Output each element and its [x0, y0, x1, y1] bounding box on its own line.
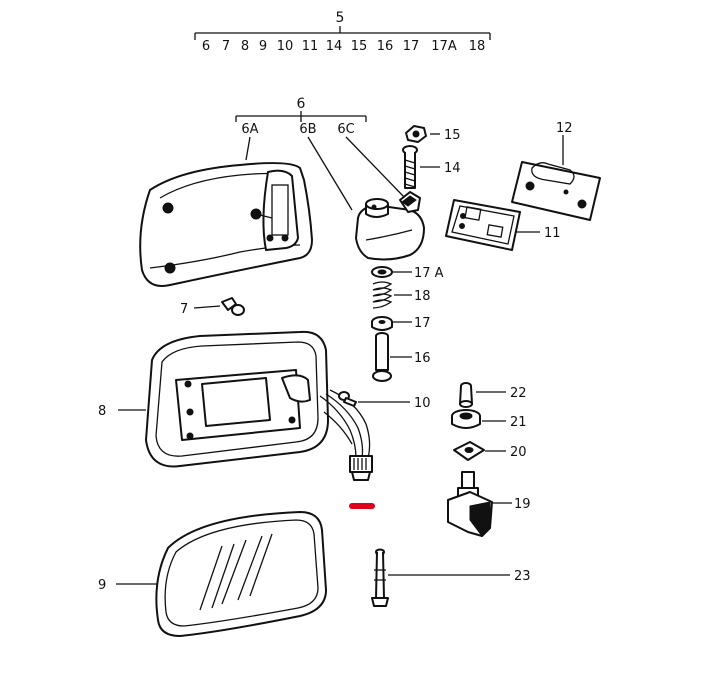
group-6-child-0: 6A	[241, 122, 258, 137]
group-6-child-2: 6C	[337, 122, 354, 137]
label-20: 20	[510, 445, 527, 460]
label-19: 19	[514, 497, 531, 512]
label-21: 21	[510, 415, 527, 430]
label-15: 15	[444, 128, 461, 143]
group-5-child-9: 17	[403, 39, 420, 54]
group-5-child-1: 7	[222, 39, 230, 54]
group-5-child-4: 10	[277, 39, 294, 54]
group-5-child-2: 8	[241, 39, 249, 54]
nut-15: 15	[405, 125, 461, 143]
group-5-bracket: 5 6 7 8 9 10 11 14 15 16 17 17A 18	[194, 10, 491, 54]
mirror-base-plate	[139, 162, 313, 287]
screw-7: 7	[180, 297, 245, 317]
label-23: 23	[514, 569, 531, 584]
plug-23: 23	[371, 548, 531, 607]
label-22: 22	[510, 386, 527, 401]
label-11: 11	[544, 226, 561, 241]
label-16: 16	[414, 351, 431, 366]
clip-6c	[399, 191, 421, 213]
label-10: 10	[414, 396, 431, 411]
switch-19: 19	[447, 471, 531, 537]
gasket-11: 11	[445, 199, 561, 251]
group-5-child-6: 14	[326, 39, 343, 54]
group-5-child-11: 18	[469, 39, 486, 54]
group-5-child-10: 17A	[431, 39, 457, 54]
wire-harness	[319, 389, 373, 481]
mirror-mount-base	[355, 198, 425, 261]
washer-17: 17	[371, 316, 431, 331]
cap-22: 22	[459, 382, 527, 408]
washer-20: 20	[453, 441, 527, 461]
label-18: 18	[414, 289, 431, 304]
label-8: 8	[98, 404, 106, 419]
mirror-housing-8: 8	[98, 330, 329, 468]
nut-21: 21	[451, 409, 527, 430]
label-14: 14	[444, 161, 461, 176]
screw-10: 10	[338, 391, 431, 411]
group-5-label: 5	[336, 10, 345, 26]
group-5-child-5: 11	[302, 39, 319, 54]
mirror-glass-9: 9	[98, 511, 327, 637]
label-12: 12	[556, 121, 573, 136]
group-5-child-8: 16	[377, 39, 394, 54]
cover-plate-12: 12	[511, 121, 601, 221]
group-5-child-7: 15	[351, 39, 368, 54]
group-6-bracket: 6 6A 6B 6C	[235, 96, 406, 211]
spring-18: 18	[372, 281, 431, 309]
label-7: 7	[180, 302, 188, 317]
group-5-child-0: 6	[202, 39, 210, 54]
label-9: 9	[98, 578, 106, 593]
group-5-child-3: 9	[259, 39, 267, 54]
pin-16: 16	[372, 332, 431, 382]
group-6-child-1: 6B	[299, 122, 316, 137]
screw-14: 14	[402, 145, 461, 189]
washer-17a: 17 A	[371, 266, 444, 281]
label-17: 17	[414, 316, 431, 331]
label-17a: 17 A	[414, 266, 444, 281]
group-6-label: 6	[297, 96, 306, 112]
